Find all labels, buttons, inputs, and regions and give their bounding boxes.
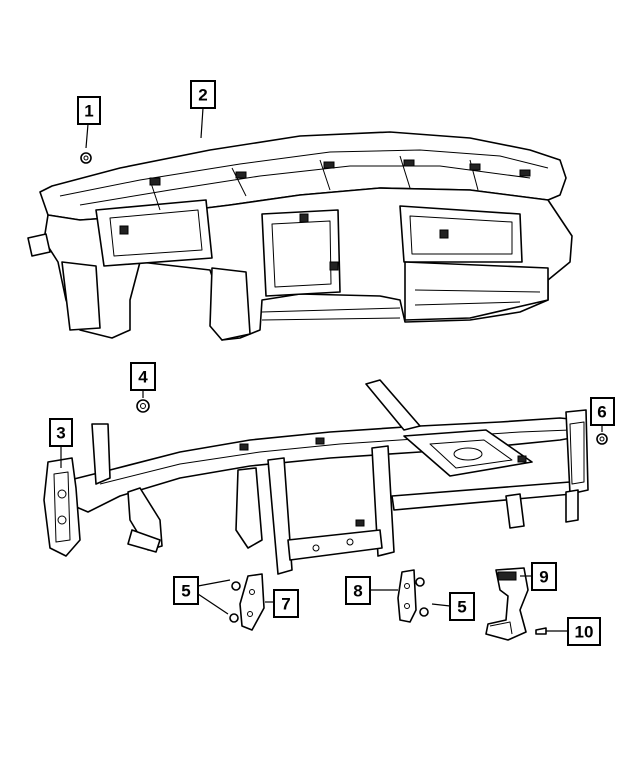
- callout-3-label: 3: [56, 424, 65, 443]
- callout-8: 8: [345, 576, 371, 605]
- nut-part-1: [80, 152, 92, 164]
- callout-7: 7: [273, 589, 299, 618]
- bracket-part-8: [397, 569, 417, 623]
- callout-5-left: 5: [173, 576, 199, 605]
- callout-4: 4: [130, 362, 156, 391]
- screw-part-10: [535, 627, 547, 635]
- callout-5-right-label: 5: [457, 598, 466, 617]
- cross-car-beam: [43, 379, 589, 575]
- callout-2: 2: [190, 80, 216, 109]
- callout-10-label: 10: [575, 623, 594, 642]
- bolt-part-5-right: [415, 577, 429, 617]
- bracket-part-9: [485, 567, 529, 641]
- callout-3: 3: [49, 418, 73, 447]
- callout-1: 1: [77, 96, 101, 125]
- callout-4-label: 4: [138, 368, 148, 387]
- callout-8-label: 8: [353, 582, 362, 601]
- callout-5-right: 5: [449, 592, 475, 621]
- instrument-panel-assembly: [27, 131, 573, 341]
- callout-10: 10: [567, 617, 601, 646]
- bolt-part-5-left: [229, 581, 241, 623]
- fastener-part-4: [136, 399, 150, 413]
- callout-6-label: 6: [597, 403, 606, 422]
- callout-2-label: 2: [198, 86, 207, 105]
- callout-5-left-label: 5: [181, 582, 190, 601]
- bracket-part-7: [239, 573, 265, 631]
- callout-1-label: 1: [84, 102, 93, 121]
- callout-9-label: 9: [539, 568, 548, 587]
- callout-6: 6: [590, 397, 615, 426]
- callout-9: 9: [531, 562, 557, 591]
- nut-part-6: [596, 433, 608, 445]
- callout-7-label: 7: [281, 595, 290, 614]
- leader-lines: [60, 107, 603, 632]
